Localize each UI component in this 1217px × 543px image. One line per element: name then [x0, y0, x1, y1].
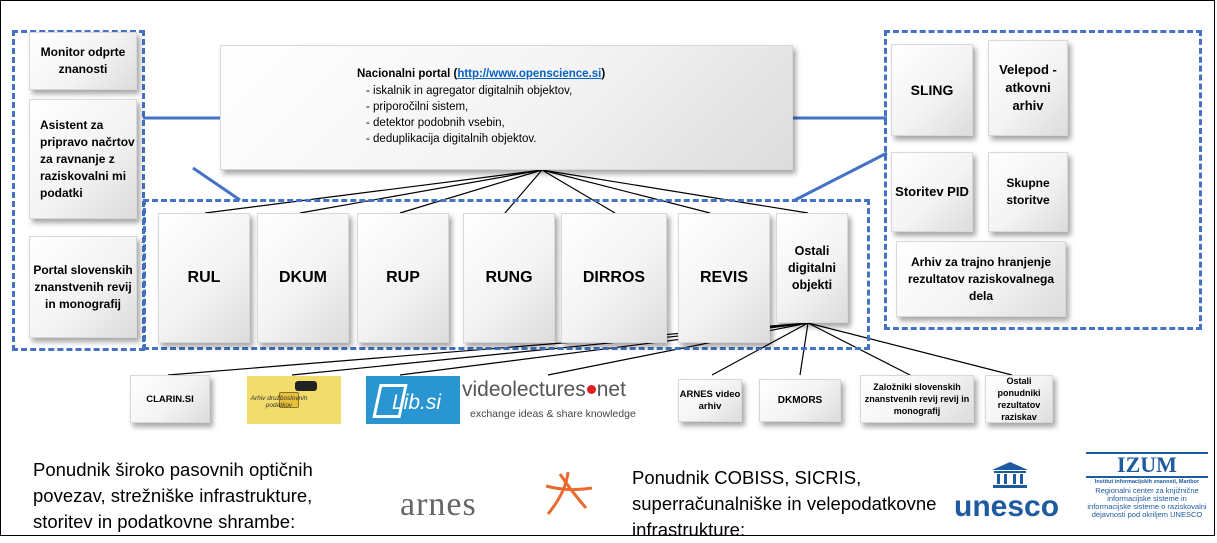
provider-libsi[interactable]: Lib.si: [366, 376, 460, 424]
portal-feature: - deduplikacija digitalnih objektov.: [366, 133, 537, 145]
izum-title: IZUM: [1117, 452, 1177, 477]
provider-clarin[interactable]: CLARIN.SI: [130, 375, 210, 423]
repo-ostali[interactable]: Ostali digitalni objekti: [776, 213, 848, 323]
storitev-pid-box[interactable]: Storitev PID: [891, 152, 973, 232]
portal-feature: - detektor podobnih vsebin,: [366, 117, 505, 129]
repo-label: RUNG: [485, 269, 533, 286]
repo-label: DIRROS: [582, 269, 646, 286]
izum-desc: Regionalni center za knjižnične informac…: [1087, 486, 1207, 519]
arnes-video-label: ARNES video arhiv: [679, 388, 741, 412]
videolectures-dot-icon: [586, 385, 596, 394]
adp-logo-shape: [279, 392, 299, 408]
provider-videolectures[interactable]: videolectures net exchange ideas & share …: [460, 376, 636, 424]
connector-portal-repos-left: [192, 166, 241, 202]
arnes-star-icon: [545, 471, 593, 515]
portal-feature: - iskalnik in agregator digitalnih objek…: [366, 85, 573, 97]
national-portal-box[interactable]: Nacionalni portal (http://www.openscienc…: [220, 45, 793, 170]
asistent-box[interactable]: Asistent za pripravo načrtov za ravnanje…: [29, 99, 137, 219]
repo-rul[interactable]: RUL: [158, 213, 250, 343]
dkmors-label: DKMORS: [777, 395, 823, 406]
unesco-logo: unesco: [952, 458, 1070, 530]
unesco-temple-icon: [992, 462, 1028, 488]
repo-rup[interactable]: RUP: [357, 213, 449, 343]
monitor-box[interactable]: Monitor odprte znanosti: [29, 32, 137, 90]
repo-rung[interactable]: RUNG: [463, 213, 555, 343]
portal-feature-list: - iskalnik in agregator digitalnih objek…: [221, 83, 792, 147]
sling-box[interactable]: SLING: [891, 44, 973, 136]
portal-title: Nacionalni portal (http://www.openscienc…: [357, 68, 606, 80]
repo-label: RUP: [386, 269, 420, 286]
provider-arnes-video[interactable]: ARNES video arhiv: [678, 379, 742, 422]
storitev-pid-label: Storitev PID: [895, 184, 969, 199]
repo-label: DKUM: [279, 269, 327, 286]
arnes-description: Ponudnik široko pasovnih optičnih poveza…: [33, 459, 313, 532]
provider-ostali[interactable]: Ostali ponudniki rezultatov raziskav: [985, 375, 1053, 423]
sling-label: SLING: [910, 82, 954, 98]
arhiv-trajno-box[interactable]: Arhiv za trajno hranjenje rezultatov raz…: [896, 241, 1066, 317]
portal-fan-lines: [204, 169, 809, 214]
izum-subtitle: Institut informacijskih znanosti, Maribo…: [1094, 479, 1200, 485]
videolectures-right: net: [596, 378, 626, 401]
left-group-border: [12, 30, 145, 351]
velepodatkovni-box[interactable]: Velepod -atkovni arhiv: [988, 40, 1068, 136]
videolectures-logo-text: videolectures net: [462, 378, 626, 402]
repo-dirros[interactable]: DIRROS: [561, 213, 667, 343]
unesco-logo-text: unesco: [954, 490, 1060, 523]
provider-dkmors[interactable]: DKMORS: [759, 379, 841, 422]
repo-dkum[interactable]: DKUM: [257, 213, 349, 343]
repositories-group-border: [143, 199, 870, 350]
clarin-label: CLARIN.SI: [146, 393, 194, 405]
arnes-logo: arnes: [400, 468, 600, 528]
repo-revis[interactable]: REVIS: [678, 213, 770, 343]
ostali-label: Ostali ponudniki rezultatov raziskav: [997, 376, 1041, 422]
repo-label: RUL: [187, 269, 221, 286]
skupne-storitve-box[interactable]: Skupne storitve: [988, 152, 1068, 232]
izum-logo-title: IZUM: [1086, 452, 1208, 478]
provider-arhiv-druzboslovnih[interactable]: Arhiv družboslovnih podatkov: [247, 376, 341, 424]
connector-portal-repos-right: [794, 151, 888, 202]
portal-revij-label: Portal slovenskih znanstvenih revij in m…: [33, 262, 133, 311]
portal-revij-box[interactable]: Portal slovenskih znanstvenih revij in m…: [29, 236, 137, 338]
portal-feature: - priporočilni sistem,: [366, 101, 469, 113]
izum-description: Ponudnik COBISS, SICRIS, superračunalniš…: [632, 467, 937, 540]
asistent-label: Asistent za pripravo načrtov za ravnanje…: [40, 117, 135, 200]
repo-label: Ostali digitalni objekti: [788, 243, 836, 292]
izum-logo: IZUM Institut informacijskih znanosti, M…: [1086, 452, 1208, 532]
portal-link[interactable]: http://www.openscience.si: [457, 68, 602, 80]
arnes-logo-text: arnes: [400, 486, 477, 523]
repo-label: REVIS: [699, 269, 748, 286]
provider-zalozniki[interactable]: Založniki slovenskih znanstvenih revij r…: [860, 375, 974, 423]
videolectures-tagline: exchange ideas & share knowledge: [470, 408, 636, 420]
adp-logo-icon: [295, 381, 317, 391]
libsi-label: Lib.si: [392, 391, 442, 414]
velepodatkovni-label: Velepod -atkovni arhiv: [999, 62, 1057, 113]
videolectures-left: videolectures: [462, 378, 586, 401]
skupne-storitve-label: Skupne storitve: [1006, 176, 1050, 207]
monitor-label: Monitor odprte znanosti: [40, 45, 126, 76]
zalozniki-label: Založniki slovenskih znanstvenih revij r…: [864, 382, 970, 416]
right-group-border: [884, 30, 1202, 330]
adp-label: Arhiv družboslovnih podatkov: [250, 395, 308, 409]
arhiv-trajno-label: Arhiv za trajno hranjenje rezultatov raz…: [907, 254, 1055, 303]
